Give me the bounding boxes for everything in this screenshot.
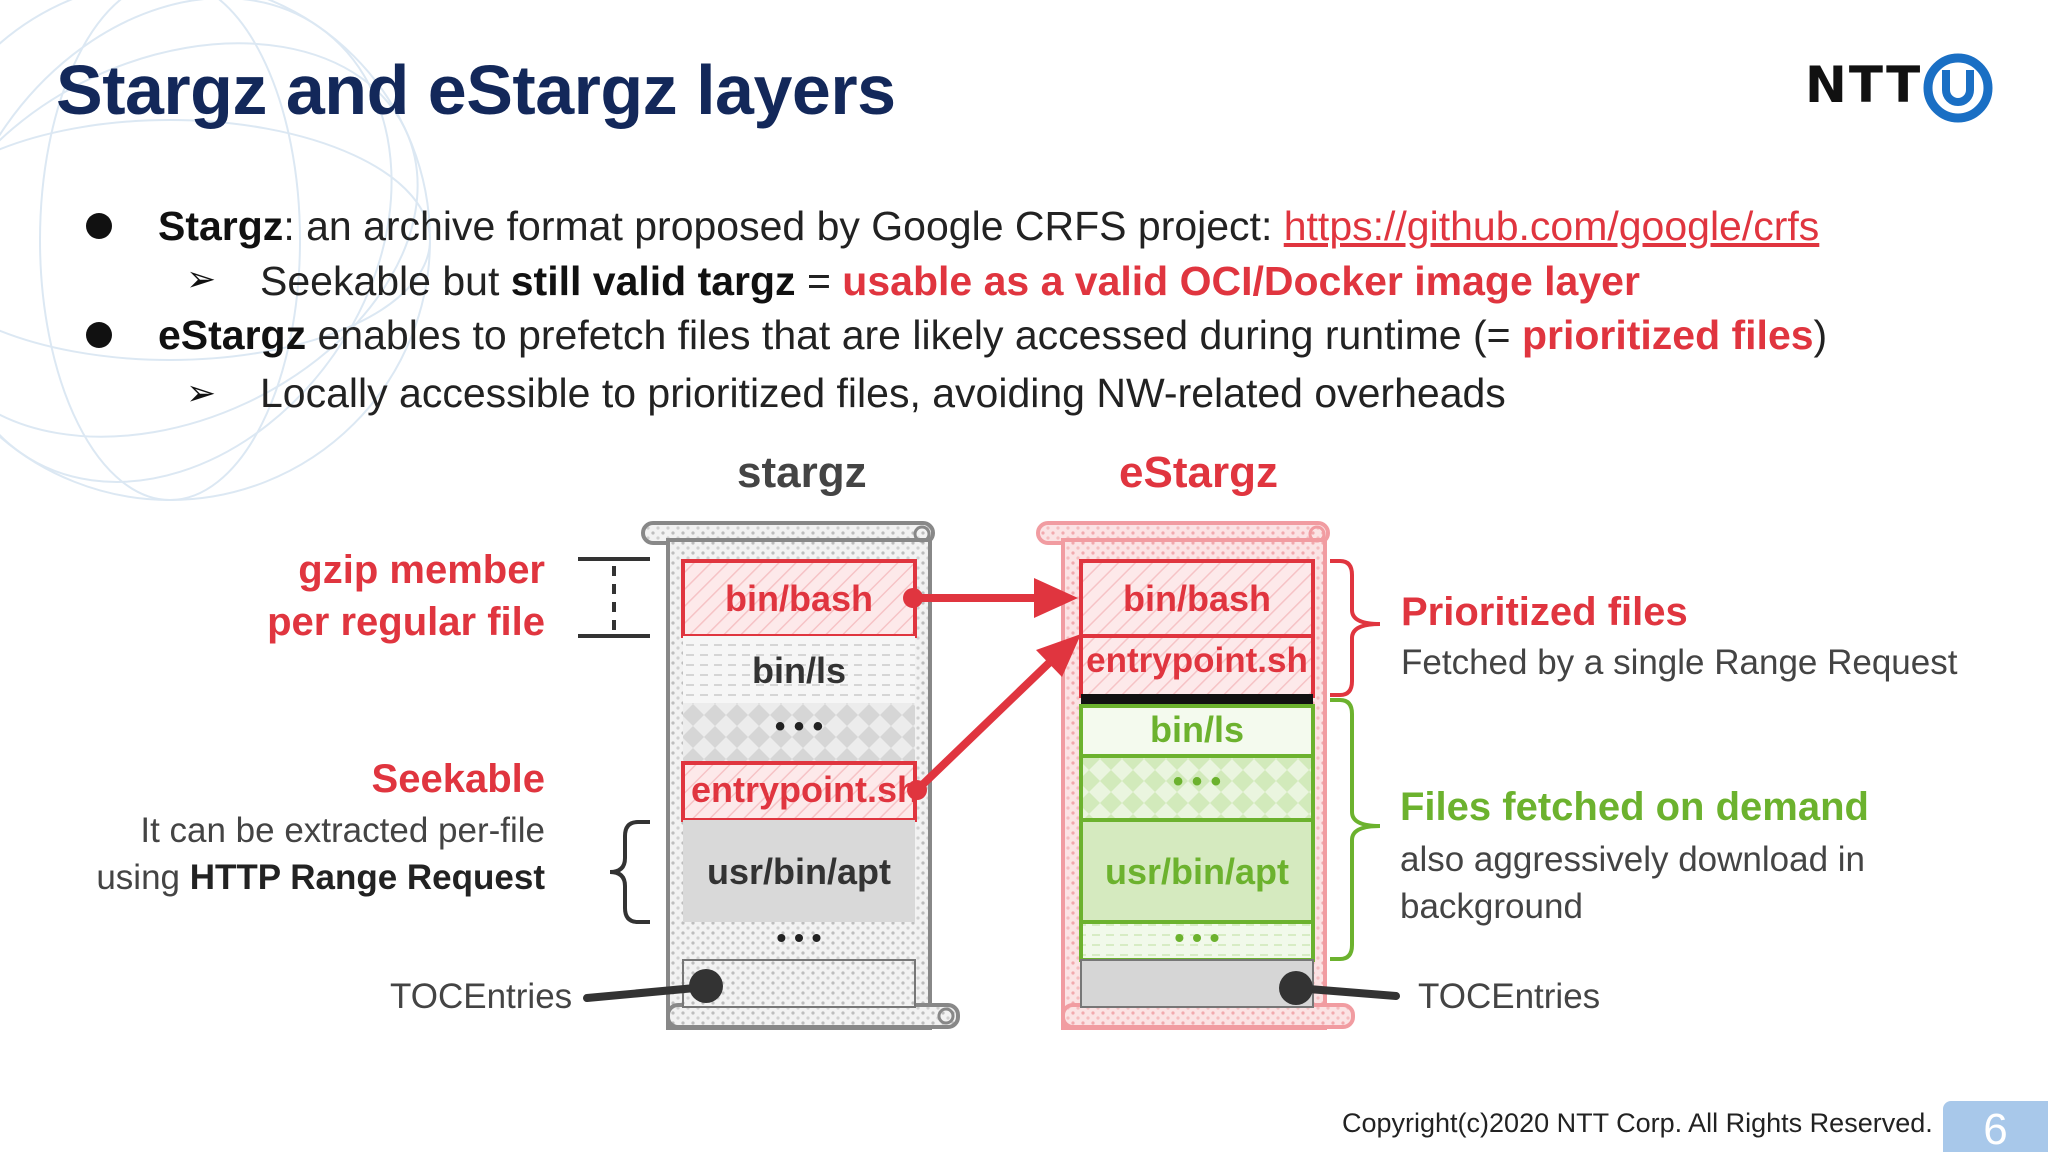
sub1-red: usable as a valid OCI/Docker image layer xyxy=(842,258,1640,304)
sub-bullet-local: Locally accessible to prioritized files,… xyxy=(260,370,1506,417)
ondemand-brace xyxy=(1330,698,1381,961)
prioritized-brace xyxy=(1330,559,1381,697)
stargz-file-usr-bin-apt: usr/bin/apt xyxy=(706,851,891,892)
toc-label-right: TOCEntries xyxy=(1418,977,1601,1016)
sub1-bold: still valid targz xyxy=(510,258,796,304)
estargz-file-ellipsis-2: • • • xyxy=(1174,922,1220,953)
estargz-file-ellipsis: • • • xyxy=(1172,765,1222,798)
ondemand-title: Files fetched on demand xyxy=(1400,785,1869,829)
bullet-dot xyxy=(86,213,112,239)
ondemand-desc-1: also aggressively download in xyxy=(1400,840,1865,879)
prioritized-desc: Fetched by a single Range Request xyxy=(1401,643,1958,682)
copyright: Copyright(c)2020 NTT Corp. All Rights Re… xyxy=(1342,1108,1933,1138)
stargz-term: Stargz xyxy=(158,203,284,249)
estargz-file-bin-bash: bin/bash xyxy=(1122,578,1271,619)
stargz-file-ellipsis: • • • xyxy=(774,710,824,743)
gzip-member-label-2: per regular file xyxy=(267,600,545,644)
estargz-term: eStargz xyxy=(158,312,307,358)
seekable-using: using xyxy=(96,858,190,897)
estargz-layer xyxy=(1036,521,1355,1030)
gzip-member-label-1: gzip member xyxy=(298,548,545,592)
estargz-file-usr-bin-apt: usr/bin/apt xyxy=(1104,851,1289,892)
ondemand-desc-2: background xyxy=(1400,887,1583,926)
prefetch-arrows xyxy=(903,578,1081,800)
stargz-desc: : an archive format proposed by Google C… xyxy=(283,203,1284,249)
prioritized-title: Prioritized files xyxy=(1401,590,1688,634)
bullet-estargz: eStargz enables to prefetch files that a… xyxy=(158,312,1827,359)
estargz-title: eStargz xyxy=(1119,448,1278,497)
estargz-desc: enables to prefetch files that are likel… xyxy=(306,312,1522,358)
estargz-red: prioritized files xyxy=(1521,312,1814,358)
toc-pointer-left xyxy=(583,969,723,1003)
crfs-link[interactable]: https://github.com/google/crfs xyxy=(1283,203,1820,249)
ntt-logo-text: NTT xyxy=(1805,56,1923,114)
seekable-title: Seekable xyxy=(371,757,545,801)
estargz-file-entrypoint: entrypoint.sh xyxy=(1086,641,1308,680)
toc-pointer-right xyxy=(1279,971,1400,1005)
globe-decoration xyxy=(0,0,431,501)
seekable-desc-1: It can be extracted per-file xyxy=(140,811,545,850)
seekable-http: HTTP Range Request xyxy=(189,858,545,897)
bullet-dot xyxy=(86,322,112,348)
stargz-layer xyxy=(641,521,960,1030)
sub-bullet-seekable: Seekable but still valid targz = usable … xyxy=(260,258,1640,305)
seekable-desc-2: using HTTP Range Request xyxy=(96,858,545,898)
ntt-logo-icon xyxy=(1923,53,1993,123)
estargz-close: ) xyxy=(1813,312,1828,358)
bullet-stargz: Stargz: an archive format proposed by Go… xyxy=(158,203,1819,250)
stargz-file-bin-ls: bin/ls xyxy=(751,650,846,691)
sub1-text: Seekable but xyxy=(260,258,511,304)
page-title: Stargz and eStargz layers xyxy=(56,51,896,129)
stargz-file-ellipsis-2: • • • xyxy=(776,922,822,953)
gzip-bracket xyxy=(578,557,650,638)
sub1-eq: = xyxy=(795,258,843,304)
sub2-text: Locally accessible to prioritized files,… xyxy=(260,370,1506,416)
sub-bullet-arrow-icon: ➢ xyxy=(186,372,217,413)
page-number-badge: 6 xyxy=(1943,1101,2048,1154)
estargz-file-bin-ls: bin/ls xyxy=(1149,709,1244,750)
seekable-brace xyxy=(609,820,650,924)
sub-bullet-arrow-icon: ➢ xyxy=(186,258,217,299)
toc-label-left: TOCEntries xyxy=(390,977,573,1016)
stargz-title: stargz xyxy=(737,448,867,497)
stargz-file-entrypoint: entrypoint.sh xyxy=(691,769,915,810)
stargz-file-bin-bash: bin/bash xyxy=(724,578,873,619)
